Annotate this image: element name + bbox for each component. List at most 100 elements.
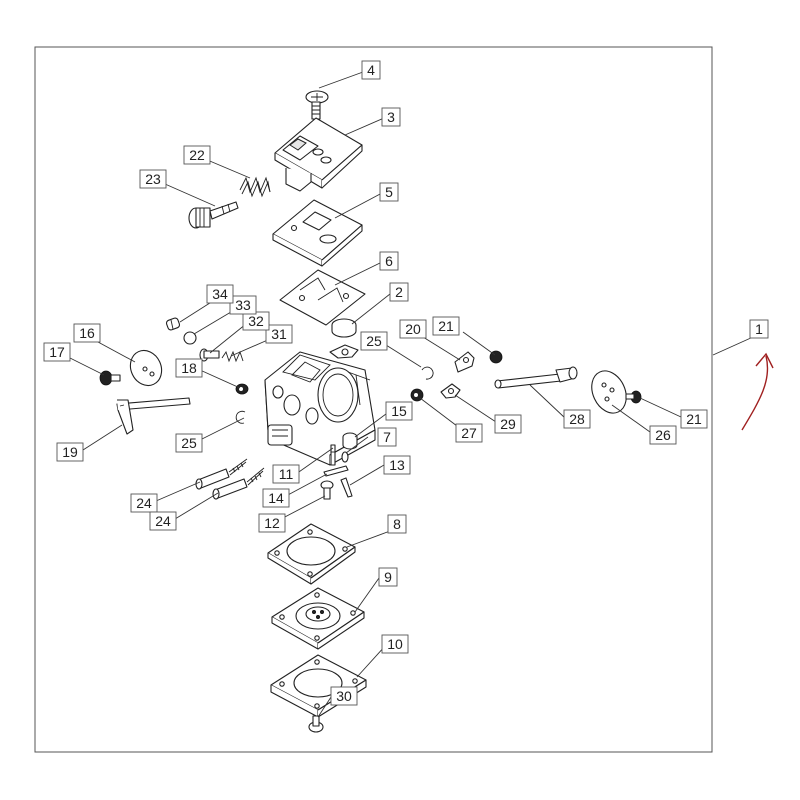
label-7-text: 7 <box>383 429 391 445</box>
label-21b-text: 21 <box>686 411 702 427</box>
part-34-plug <box>165 317 181 331</box>
label-24a-text: 24 <box>136 495 152 511</box>
part-18-nut <box>235 383 249 395</box>
red-arrowhead <box>755 352 774 369</box>
part-9-diaphragm <box>271 587 365 650</box>
label-1-text: 1 <box>755 321 763 337</box>
label-34: 34 <box>206 284 234 304</box>
part-28-shaft <box>494 366 578 389</box>
part-4-screw <box>305 90 329 120</box>
part-10-base-plate <box>270 654 367 718</box>
label-33: 33 <box>229 295 257 315</box>
label-30-text: 30 <box>336 688 352 704</box>
label-21a-text: 21 <box>438 318 454 334</box>
label-26: 26 <box>649 425 677 445</box>
label-2-text: 2 <box>395 284 403 300</box>
part-13-pin <box>340 477 353 498</box>
part-3-cover-plate <box>274 117 363 192</box>
label-14: 14 <box>262 488 290 508</box>
label-7: 7 <box>377 427 397 447</box>
label-11-text: 11 <box>279 466 294 482</box>
label-25a: 25 <box>175 433 203 453</box>
part-33-ball <box>183 331 197 345</box>
label-23-text: 23 <box>145 171 161 187</box>
label-12-text: 12 <box>264 515 280 531</box>
label-20-text: 20 <box>405 321 421 337</box>
label-28: 28 <box>563 409 591 429</box>
part-6-diaphragm <box>279 269 366 326</box>
label-5-text: 5 <box>385 184 393 200</box>
label-4: 4 <box>361 60 381 80</box>
label-31-text: 31 <box>271 326 287 342</box>
label-12: 12 <box>258 513 286 533</box>
label-24b: 24 <box>149 511 177 531</box>
label-30: 30 <box>330 686 358 706</box>
label-1: 1 <box>749 319 769 339</box>
label-10: 10 <box>381 634 409 654</box>
part-20-lever <box>454 351 475 373</box>
label-27: 27 <box>455 423 483 443</box>
part-17-screw <box>99 370 121 386</box>
label-19: 19 <box>56 442 84 462</box>
label-14-text: 14 <box>268 490 284 506</box>
label-21a: 21 <box>432 316 460 336</box>
label-9-text: 9 <box>384 569 392 585</box>
part-11-needle <box>330 444 336 466</box>
label-3: 3 <box>381 107 401 127</box>
part-30-screw <box>308 715 324 733</box>
part-23-adjusting-screw <box>188 201 239 229</box>
label-6-text: 6 <box>385 253 393 269</box>
part-24a-needle <box>195 458 248 490</box>
part-29-arm <box>440 383 461 399</box>
label-28-text: 28 <box>569 411 585 427</box>
label-13: 13 <box>383 455 411 475</box>
label-4-text: 4 <box>367 62 375 78</box>
label-27-text: 27 <box>461 425 477 441</box>
label-16-text: 16 <box>79 325 95 341</box>
part-19-shaft <box>116 397 191 435</box>
part-7-ring <box>341 451 349 463</box>
label-25a-text: 25 <box>181 435 197 451</box>
label-2: 2 <box>389 282 409 302</box>
label-21b: 21 <box>680 409 708 429</box>
part-32-pin <box>199 348 220 362</box>
label-18-text: 18 <box>181 360 197 376</box>
part-31-spring <box>221 350 244 363</box>
label-29-text: 29 <box>500 416 516 432</box>
label-19-text: 19 <box>62 444 78 460</box>
part-12-screw <box>320 480 334 500</box>
part-26-disc <box>591 370 627 414</box>
label-25b-text: 25 <box>366 333 382 349</box>
label-3-text: 3 <box>387 109 395 125</box>
part-8-gasket <box>267 523 356 585</box>
part-25b-clip <box>421 366 434 380</box>
label-17-text: 17 <box>49 344 65 360</box>
label-16: 16 <box>73 323 101 343</box>
label-17: 17 <box>43 342 71 362</box>
part-14-lever <box>323 465 349 477</box>
part-main-carburetor-body <box>264 344 376 466</box>
part-24b-needle <box>212 467 265 500</box>
diagram-frame <box>34 46 713 753</box>
label-10-text: 10 <box>387 636 403 652</box>
label-18: 18 <box>175 358 203 378</box>
label-26-text: 26 <box>655 427 671 443</box>
label-11: 11 <box>272 464 300 484</box>
label-5: 5 <box>379 182 399 202</box>
label-8-text: 8 <box>393 516 401 532</box>
part-25a-clip <box>235 410 246 424</box>
label-24b-text: 24 <box>155 513 171 529</box>
label-8: 8 <box>387 514 407 534</box>
part-21b-screw <box>625 390 642 404</box>
part-22-spring <box>239 176 271 198</box>
label-15-text: 15 <box>391 403 407 419</box>
leader-lines <box>65 71 754 718</box>
label-23: 23 <box>139 169 167 189</box>
part-16-throttle-disc <box>129 349 163 387</box>
label-6: 6 <box>379 251 399 271</box>
label-24a: 24 <box>130 493 158 513</box>
label-13-text: 13 <box>389 457 405 473</box>
part-5-gasket <box>272 199 363 267</box>
label-33-text: 33 <box>235 297 251 313</box>
